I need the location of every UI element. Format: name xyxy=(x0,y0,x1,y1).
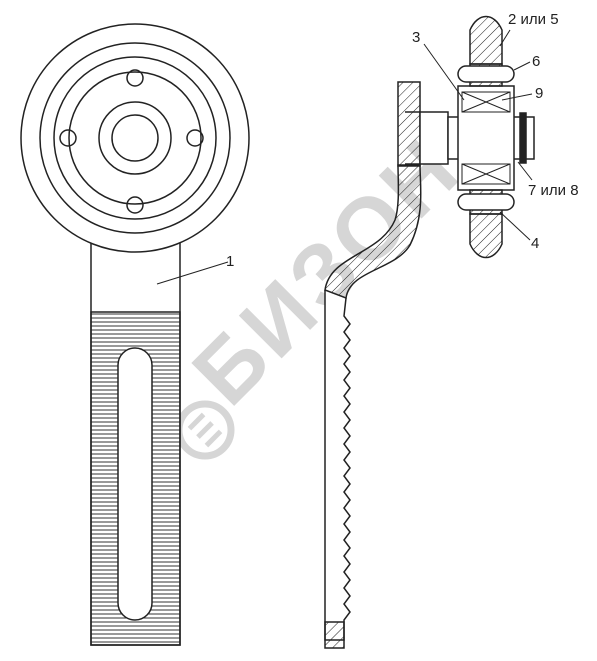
bolt-hole-right xyxy=(186,129,204,147)
label-part-2-or-5: 2 или 5 xyxy=(508,11,559,28)
sprocket-tooth-lower xyxy=(469,213,503,259)
lever-slot xyxy=(117,347,153,621)
bearing-housing xyxy=(457,85,515,191)
bolt-hole-bottom xyxy=(126,196,144,214)
pulley-inner-ring xyxy=(53,56,217,220)
label-part-9: 9 xyxy=(535,85,543,102)
plate-end-section xyxy=(324,621,345,649)
sprocket-tooth-upper xyxy=(469,15,503,65)
pulley-outer-rim xyxy=(20,23,250,253)
plate-serrated xyxy=(324,290,351,641)
pulley-hub-inner xyxy=(111,114,159,162)
label-part-7-or-8: 7 или 8 xyxy=(528,182,579,199)
hub-collar xyxy=(419,111,449,165)
label-part-6: 6 xyxy=(532,53,540,70)
bearing-lower xyxy=(461,163,511,185)
leader-lines xyxy=(156,29,533,285)
washer-lower xyxy=(457,193,515,211)
bolt-hole-top xyxy=(126,69,144,87)
washer-upper xyxy=(457,65,515,83)
bolt-hole-left xyxy=(59,129,77,147)
lever-side-view xyxy=(324,15,535,649)
part-labels: 1 2 или 5 3 6 9 7 или 8 4 xyxy=(226,11,579,270)
label-part-1: 1 xyxy=(226,253,234,270)
pulley-rim xyxy=(39,42,231,234)
retaining-ring xyxy=(519,112,527,164)
pulley-flange xyxy=(68,71,202,205)
plate-upper xyxy=(397,81,421,167)
watermark-logo-icon xyxy=(175,400,235,460)
bearing-upper xyxy=(461,91,511,113)
label-part-3: 3 xyxy=(412,29,420,46)
pulley-hub-outer xyxy=(98,101,172,175)
label-part-4: 4 xyxy=(531,235,539,252)
lever-front-view xyxy=(20,23,250,646)
